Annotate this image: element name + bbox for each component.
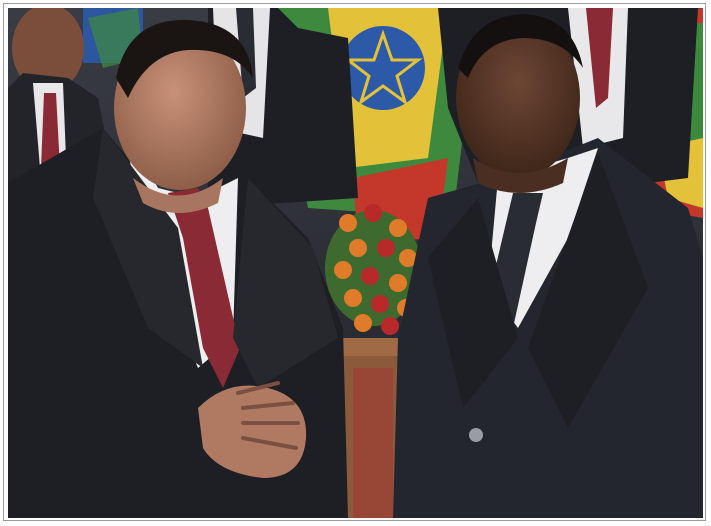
flower — [354, 314, 372, 332]
flower — [371, 295, 389, 313]
flower — [389, 219, 407, 237]
flower — [334, 261, 352, 279]
flower — [399, 249, 417, 267]
flower — [381, 317, 399, 335]
flower — [364, 204, 382, 222]
clasped-hands — [168, 381, 307, 518]
flower — [377, 239, 395, 257]
flower-arrangement — [325, 204, 421, 335]
photo-frame — [3, 3, 706, 521]
suit-button — [469, 428, 483, 442]
flower — [339, 214, 357, 232]
man-left — [8, 19, 348, 518]
photo-scene — [8, 8, 703, 518]
flower — [389, 274, 407, 292]
man-right — [393, 14, 703, 518]
flower — [344, 289, 362, 307]
flower — [361, 267, 379, 285]
photograph — [8, 8, 703, 518]
flower — [349, 239, 367, 257]
